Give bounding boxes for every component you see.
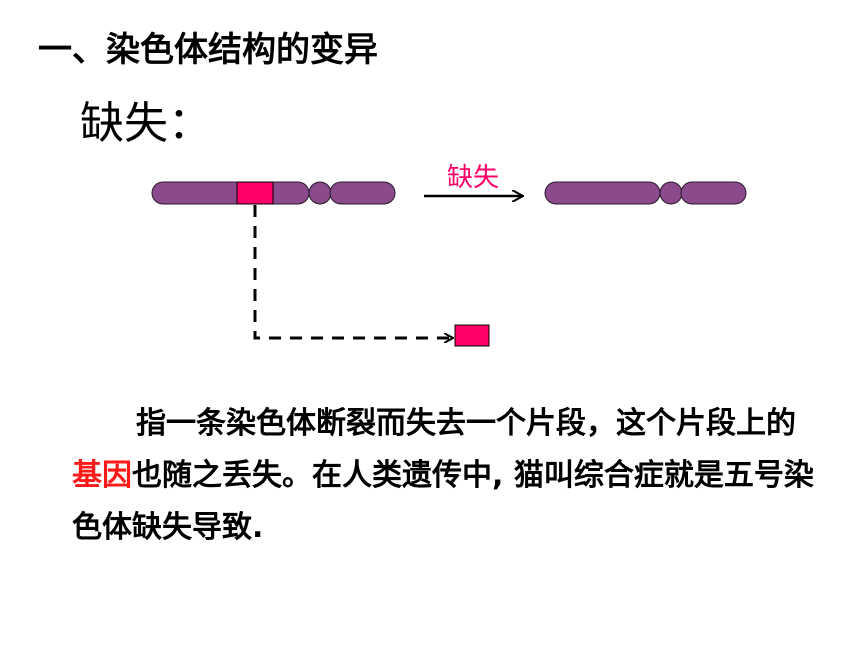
explanation-text-part2: 也随之丢失。在人类遗传中, 猫叫综合症就是五号染色体缺失导致. bbox=[72, 458, 814, 545]
lost-fragment-path bbox=[253, 205, 452, 338]
resulting-chromosome-centromere bbox=[659, 181, 683, 205]
explanation-paragraph: 指一条染色体断裂而失去一个片段，这个片段上的基因也随之丢失。在人类遗传中, 猫叫… bbox=[72, 398, 822, 554]
original-chromosome bbox=[151, 181, 396, 205]
deletion-diagram: 缺失 bbox=[151, 162, 747, 347]
deletion-arrow: 缺失 bbox=[424, 162, 522, 196]
subheading-deletion: 缺失： bbox=[80, 98, 212, 149]
arrow-label: 缺失 bbox=[447, 162, 499, 192]
original-chromosome-long-arm bbox=[151, 181, 310, 205]
resulting-chromosome bbox=[544, 181, 747, 205]
resulting-chromosome-long-arm bbox=[544, 181, 661, 205]
original-chromosome-short-arm bbox=[329, 181, 396, 205]
original-chromosome-centromere bbox=[308, 181, 332, 205]
section-title: 一、染色体结构的变异 bbox=[38, 30, 378, 70]
resulting-chromosome-short-arm bbox=[680, 181, 747, 205]
highlighted-term-gene: 基因 bbox=[72, 458, 132, 493]
explanation-text-part1: 指一条染色体断裂而失去一个片段，这个片段上的 bbox=[136, 406, 796, 441]
deleted-segment-in-place bbox=[236, 181, 274, 205]
lost-fragment bbox=[454, 324, 490, 347]
